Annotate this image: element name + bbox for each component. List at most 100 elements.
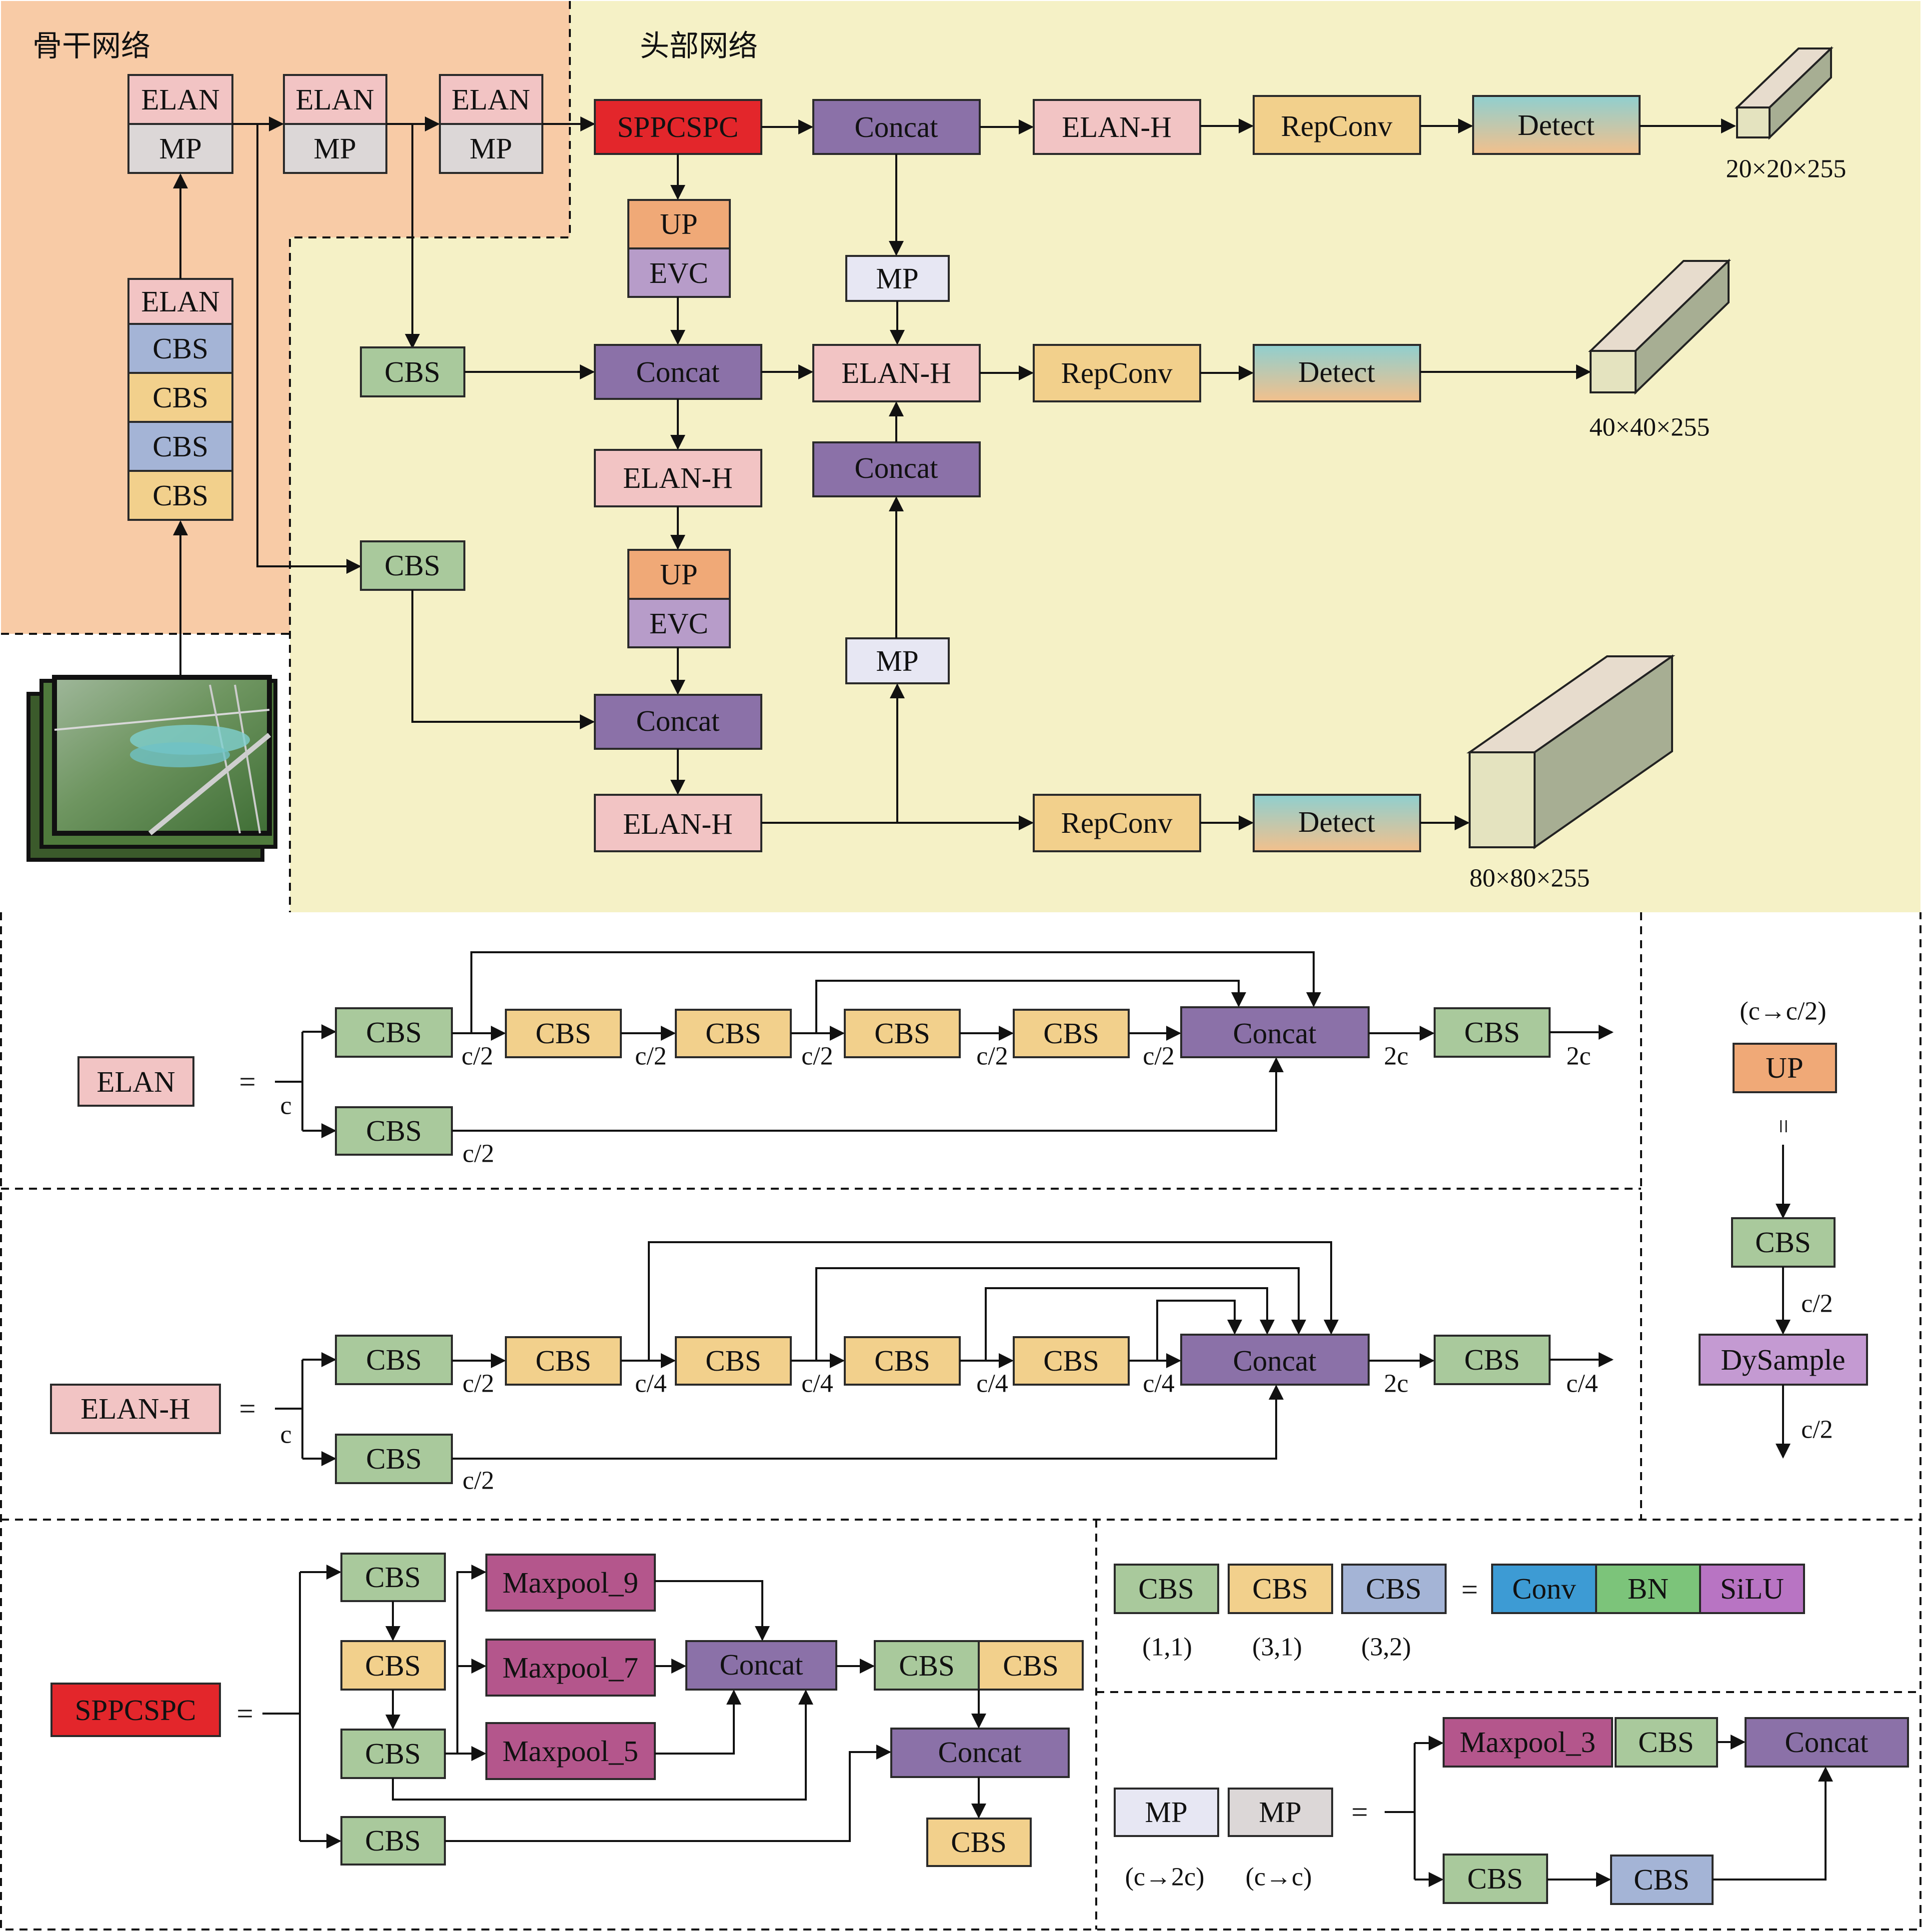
mp-definition: MP MP = (c→2c) (c→c) Maxpool_3 CBS Conca… bbox=[1114, 1717, 1909, 1905]
detect-block bbox=[1472, 95, 1641, 155]
channel-label: c/2 bbox=[462, 1467, 494, 1495]
cbs-label: CBS bbox=[384, 549, 440, 582]
concat-label: Concat bbox=[854, 110, 938, 143]
elan-def-name: ELAN bbox=[96, 1065, 175, 1098]
head-section-title: 头部网络 bbox=[640, 29, 758, 62]
sppcspc-block bbox=[594, 99, 762, 155]
cbs-definition: CBS CBS CBS = Conv BN SiLU (1,1) (3,1) (… bbox=[1114, 1564, 1805, 1662]
cbs-label: CBS bbox=[365, 1737, 421, 1770]
mp-def-condition: (c→2c) bbox=[1125, 1863, 1205, 1892]
elanh-label: ELAN-H bbox=[841, 356, 951, 389]
cbs-label: CBS bbox=[874, 1017, 930, 1050]
cbs-label: CBS bbox=[366, 1016, 422, 1049]
mp-block bbox=[845, 637, 950, 684]
feature-map-cube-icon bbox=[1466, 654, 1676, 849]
backbone-section-title: 骨干网络 bbox=[32, 29, 150, 62]
concat-label: Concat bbox=[636, 355, 720, 388]
channel-label: c/2 bbox=[1143, 1042, 1175, 1071]
backbone-elan-mp-2: ELAN MP bbox=[283, 74, 387, 174]
sppcspc-label: SPPCSPC bbox=[617, 110, 739, 143]
cbs-label: CBS bbox=[366, 1343, 422, 1376]
concat-label: Concat bbox=[938, 1736, 1022, 1769]
backbone-elan-label: ELAN bbox=[141, 285, 219, 318]
cbs-label: CBS bbox=[951, 1826, 1007, 1859]
cbs-label: CBS bbox=[1043, 1344, 1099, 1377]
elan-def-equals: = bbox=[239, 1065, 255, 1098]
section-dividers bbox=[0, 912, 1922, 1931]
cbs-label: CBS bbox=[1467, 1862, 1523, 1895]
kernel-label: (3,2) bbox=[1361, 1633, 1411, 1662]
mp-def-equals: = bbox=[1351, 1796, 1368, 1829]
up-block bbox=[627, 199, 731, 249]
mp-def-condition: (c→c) bbox=[1246, 1863, 1312, 1892]
sppcspc-def-equals: = bbox=[236, 1697, 253, 1730]
mp-label: MP bbox=[876, 644, 918, 677]
channel-label: c/2 bbox=[462, 1140, 494, 1168]
mp-label: MP bbox=[313, 132, 356, 165]
cbs-label: CBS bbox=[705, 1344, 761, 1377]
backbone-stack: ELAN CBS CBS CBS CBS bbox=[127, 278, 233, 521]
sppcspc-definition: SPPCSPC = CBS CBS CBS CBS Maxpool_9 Maxp… bbox=[50, 1553, 1084, 1867]
cbs-label: CBS bbox=[1634, 1863, 1690, 1896]
elanh-block bbox=[1033, 99, 1201, 155]
cbs-label: CBS bbox=[705, 1017, 761, 1050]
detect-block bbox=[1253, 794, 1421, 852]
channel-label: c/2 bbox=[635, 1042, 667, 1071]
backbone-cbs-block bbox=[127, 323, 233, 374]
concat-block bbox=[812, 441, 981, 497]
maxpool-label: Maxpool_5 bbox=[502, 1735, 638, 1768]
backbone-cbs-block bbox=[127, 372, 233, 423]
up-label: UP bbox=[660, 207, 697, 240]
kernel-label: (1,1) bbox=[1142, 1633, 1192, 1662]
channel-label: 2c bbox=[1566, 1042, 1591, 1071]
concat-label: Concat bbox=[1233, 1017, 1317, 1050]
channel-label: c/4 bbox=[976, 1370, 1008, 1398]
head-connectors bbox=[411, 118, 1736, 830]
cbs-label: CBS bbox=[535, 1017, 591, 1050]
channel-label: 2c bbox=[1384, 1370, 1408, 1398]
repconv-block bbox=[1253, 95, 1421, 155]
repconv-block bbox=[1033, 794, 1201, 852]
sppcspc-def-name: SPPCSPC bbox=[75, 1694, 196, 1727]
elanh-label: ELAN-H bbox=[623, 461, 733, 494]
kernel-label: (3,1) bbox=[1252, 1633, 1302, 1662]
backbone-connectors bbox=[173, 116, 595, 677]
cbs-block bbox=[360, 346, 465, 397]
elanh-block bbox=[594, 794, 762, 852]
cbs-label: CBS bbox=[1464, 1343, 1520, 1376]
channel-label: c/4 bbox=[1143, 1370, 1175, 1398]
cbs-label: CBS bbox=[899, 1649, 955, 1682]
elanh-def-name: ELAN-H bbox=[80, 1392, 190, 1425]
backbone-cbs-label: CBS bbox=[152, 332, 208, 365]
detect-label: Detect bbox=[1298, 805, 1376, 838]
up-def-condition: (c→c/2) bbox=[1740, 997, 1826, 1026]
cbs-def-equals: = bbox=[1461, 1573, 1478, 1606]
maxpool-label: Maxpool_9 bbox=[502, 1566, 638, 1599]
up-def-name: UP bbox=[1766, 1051, 1803, 1084]
bn-label: BN bbox=[1628, 1572, 1669, 1605]
output-size-label: 40×40×255 bbox=[1590, 413, 1710, 442]
channel-label: c/2 bbox=[801, 1042, 833, 1071]
concat-block bbox=[812, 99, 981, 155]
output-size-label: 20×20×255 bbox=[1726, 155, 1847, 183]
dysample-label: DySample bbox=[1721, 1343, 1845, 1376]
cbs-label: CBS bbox=[1366, 1572, 1422, 1605]
evc-block bbox=[627, 247, 731, 298]
feature-map-cube-icon bbox=[1588, 258, 1731, 395]
channel-label: c/2 bbox=[461, 1042, 493, 1071]
channel-label: c/2 bbox=[1801, 1290, 1833, 1318]
elan-def-input-channel: c bbox=[280, 1092, 291, 1120]
concat-label: Concat bbox=[1233, 1344, 1317, 1377]
channel-label: c/2 bbox=[462, 1370, 494, 1398]
mp-label: MP bbox=[876, 262, 918, 295]
cbs-label: CBS bbox=[1755, 1226, 1811, 1259]
elanh-def-input-channel: c bbox=[280, 1421, 291, 1449]
cbs-label: CBS bbox=[535, 1344, 591, 1377]
elanh-block bbox=[594, 449, 762, 507]
repconv-label: RepConv bbox=[1281, 109, 1393, 142]
backbone-cbs-label: CBS bbox=[152, 430, 208, 463]
output-size-label: 80×80×255 bbox=[1470, 864, 1590, 893]
detect-label: Detect bbox=[1298, 355, 1376, 388]
cbs-label: CBS bbox=[1464, 1016, 1520, 1049]
